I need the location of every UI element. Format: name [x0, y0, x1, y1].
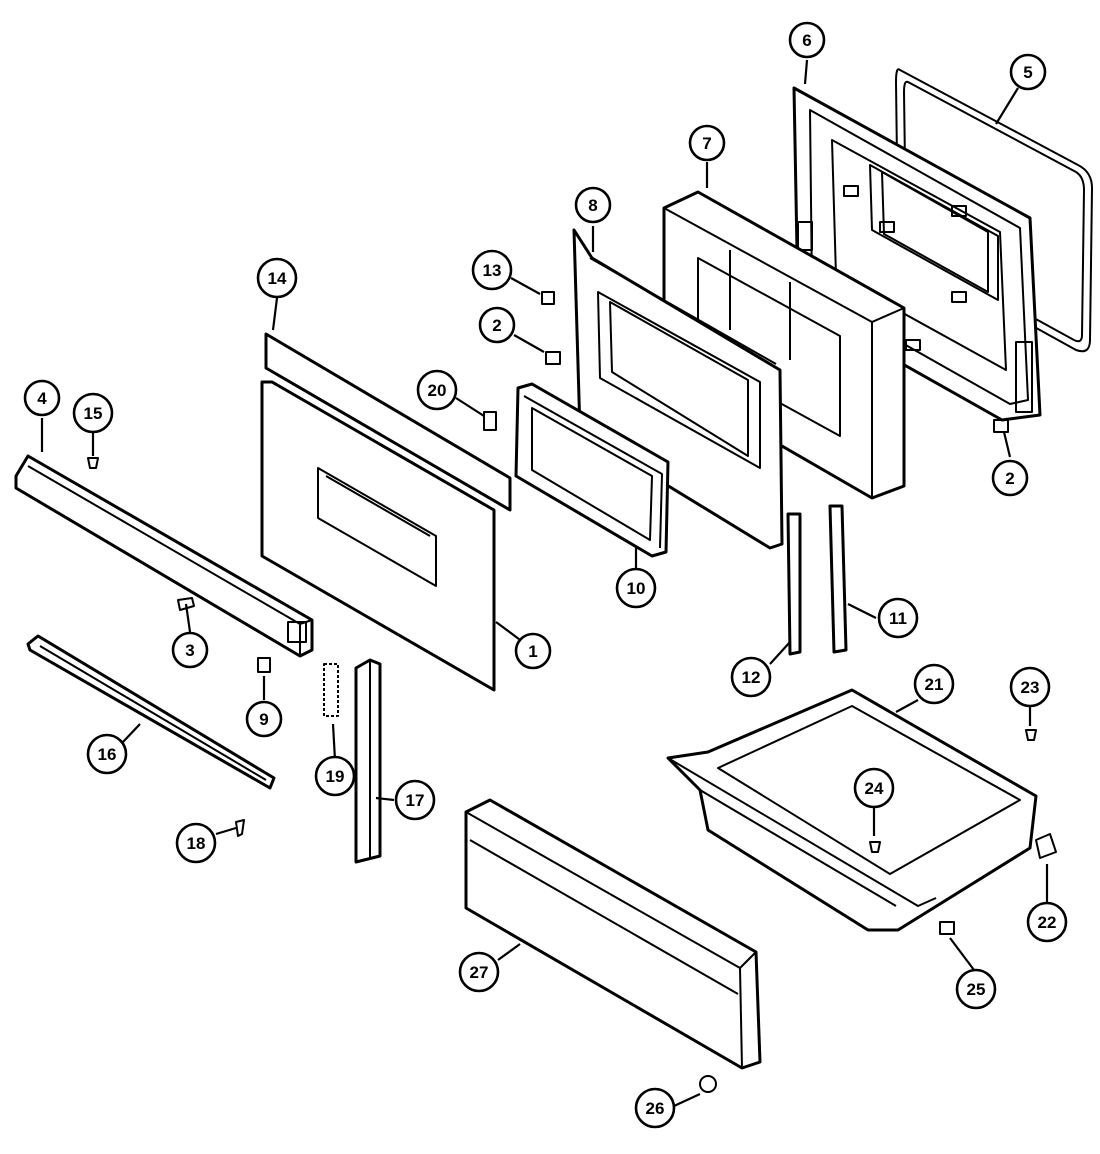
- callout-13-label: 13: [483, 261, 502, 280]
- part-2-clip-left: [545, 351, 561, 365]
- callout-2a: 2: [478, 306, 516, 344]
- callout-11: 11: [877, 597, 919, 639]
- part-2-clip-right: [993, 419, 1009, 433]
- part-10-window-glass: [514, 382, 670, 558]
- part-22-bracket: [1035, 833, 1057, 859]
- callout-19: 19: [314, 755, 356, 797]
- callout-15: 15: [72, 392, 114, 434]
- part-1-outer-door: [260, 380, 496, 692]
- callout-12-label: 12: [742, 668, 761, 687]
- callout-15-label: 15: [84, 404, 103, 423]
- callout-24: 24: [853, 767, 895, 809]
- part-19-spacer: [323, 663, 339, 717]
- part-4-vent-rail: [14, 454, 314, 658]
- leader-lines: [40, 59, 1049, 1107]
- callout-20-label: 20: [428, 381, 447, 400]
- callout-27-label: 27: [470, 963, 489, 982]
- callout-11-label: 11: [889, 609, 907, 628]
- part-17-side-channel: [354, 658, 382, 864]
- callout-16-label: 16: [98, 745, 117, 764]
- callout-18-label: 18: [187, 834, 206, 853]
- callout-3-label: 3: [185, 641, 194, 660]
- callout-22: 22: [1026, 901, 1068, 943]
- callout-4-label: 4: [37, 389, 47, 408]
- callout-8-label: 8: [588, 196, 597, 215]
- callout-20: 20: [416, 369, 458, 411]
- callout-7: 7: [688, 124, 726, 162]
- part-23-screw: [1025, 729, 1037, 741]
- part-3-screw: [177, 597, 195, 611]
- callout-6-label: 6: [802, 31, 811, 50]
- part-27-drawer-front: [464, 798, 762, 1070]
- callout-27: 27: [458, 951, 500, 993]
- callout-5-label: 5: [1023, 63, 1032, 82]
- part-14-door-trim: [264, 332, 512, 512]
- part-15-screw: [87, 457, 99, 469]
- callout-26-label: 26: [646, 1099, 665, 1118]
- callout-4: 4: [23, 379, 61, 417]
- callout-26: 26: [634, 1087, 676, 1129]
- part-18-screw: [235, 819, 245, 837]
- callout-24-label: 24: [865, 779, 884, 798]
- callout-23-label: 23: [1021, 678, 1040, 697]
- callout-1: 1: [514, 632, 552, 670]
- callout-19-label: 19: [326, 767, 345, 786]
- part-5-door-gasket: [895, 68, 1093, 353]
- part-9-clip: [257, 657, 271, 673]
- callout-14: 14: [256, 257, 298, 299]
- part-12-channel: [786, 512, 802, 656]
- callout-2b-label: 2: [1005, 469, 1014, 488]
- callout-9-label: 9: [259, 710, 268, 729]
- callout-25: 25: [955, 968, 997, 1010]
- callout-5: 5: [1009, 53, 1047, 91]
- callout-12: 12: [730, 656, 772, 698]
- callout-10-label: 10: [627, 579, 646, 598]
- part-16-lower-vent: [26, 634, 276, 790]
- callout-9: 9: [245, 700, 283, 738]
- part-20-clip: [483, 411, 497, 431]
- callout-18: 18: [175, 822, 217, 864]
- callout-21-label: 21: [925, 675, 944, 694]
- callout-25-label: 25: [967, 980, 986, 999]
- part-26-bumper: [699, 1075, 717, 1093]
- callout-21: 21: [913, 663, 955, 705]
- callout-23: 23: [1009, 666, 1051, 708]
- callout-3: 3: [171, 631, 209, 669]
- callout-16: 16: [86, 733, 128, 775]
- callout-14-label: 14: [268, 269, 287, 288]
- part-11-channel: [828, 504, 848, 654]
- callout-17-label: 17: [406, 791, 425, 810]
- callout-17: 17: [394, 779, 436, 821]
- callout-6: 6: [788, 21, 826, 59]
- callout-7-label: 7: [702, 134, 711, 153]
- callout-10: 10: [615, 567, 657, 609]
- part-24-screw: [869, 841, 881, 853]
- callout-8: 8: [574, 186, 612, 224]
- part-13-clip: [541, 291, 555, 305]
- part-21-drawer: [666, 688, 1038, 932]
- callout-2b: 2: [991, 459, 1029, 497]
- callout-13: 13: [471, 249, 513, 291]
- callout-2a-label: 2: [492, 316, 501, 335]
- part-25-clip: [939, 921, 955, 935]
- callout-1-label: 1: [528, 642, 537, 661]
- callout-22-label: 22: [1038, 913, 1057, 932]
